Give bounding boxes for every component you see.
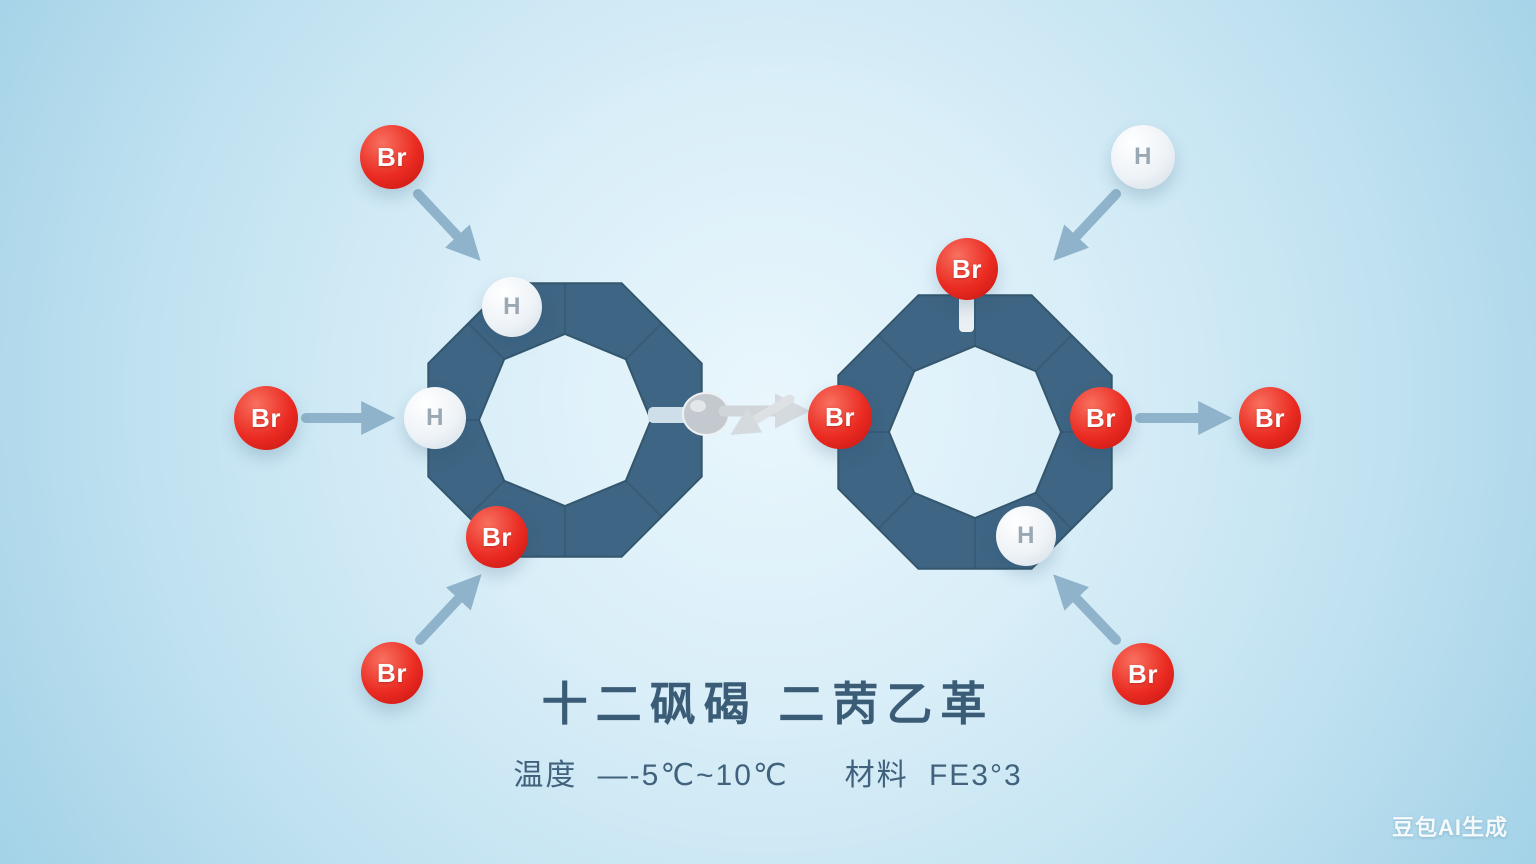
material-label: 材料 xyxy=(844,759,909,792)
material-condition: 材料 FE3°3 xyxy=(845,750,1023,794)
atom-br-left-ring-bottom: Br xyxy=(466,506,528,568)
atom-br-right-ring-top: Br xyxy=(936,238,998,300)
atom-br-center: Br xyxy=(808,385,872,449)
arrow-bottom-right xyxy=(1053,574,1121,645)
atom-h-left-ring-top: H xyxy=(482,277,542,337)
atom-br-top-left: Br xyxy=(360,125,424,189)
atom-br-bottom-right: Br xyxy=(1112,643,1174,705)
atom-br-right-outer: Br xyxy=(1239,387,1301,449)
caption-block: 十二砜碣 二苪乙革 温度 —-5℃~10℃ 材料 FE3°3 xyxy=(0,668,1536,794)
temperature-condition: 温度 —-5℃~10℃ xyxy=(513,750,788,794)
arrow-top-left xyxy=(413,189,481,261)
center-link-arrow xyxy=(682,392,811,436)
atom-br-left-outer: Br xyxy=(234,386,298,450)
reaction-conditions: 温度 —-5℃~10℃ 材料 FE3°3 xyxy=(0,750,1536,794)
material-value: FE3°3 xyxy=(928,759,1023,792)
arrow-bottom-left xyxy=(415,574,482,645)
temperature-label: 温度 xyxy=(513,759,578,792)
atom-h-left-ring-left: H xyxy=(404,387,466,449)
reaction-arrows xyxy=(301,189,1233,645)
reaction-title: 十二砜碣 二苪乙革 xyxy=(541,678,995,730)
atom-br-bottom-left: Br xyxy=(361,642,423,704)
atom-h-top-right: H xyxy=(1111,125,1175,189)
temperature-value: —-5℃~10℃ xyxy=(597,759,789,792)
right-ring xyxy=(837,294,1113,570)
right-ring-facets xyxy=(838,295,1112,569)
atom-br-right-ring-right: Br xyxy=(1070,387,1132,449)
left-ring xyxy=(427,282,703,558)
arrow-top-right xyxy=(1053,189,1121,261)
atom-h-right-ring-bottom: H xyxy=(996,506,1056,566)
right-ring-top-bond-stub xyxy=(959,294,974,332)
left-ring-facets xyxy=(428,283,702,557)
ai-watermark: 豆包AI生成 xyxy=(1391,815,1508,840)
